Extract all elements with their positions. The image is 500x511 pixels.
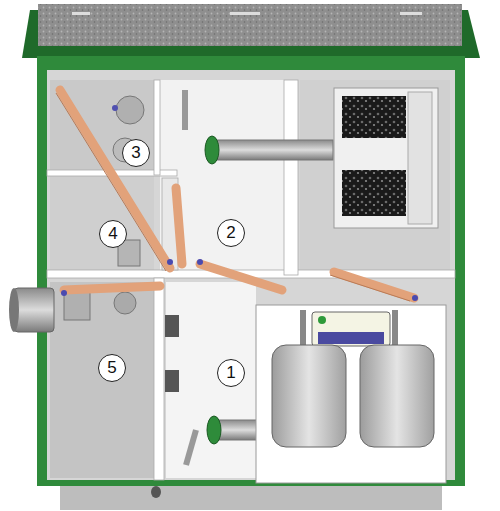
callout-number: 3 (122, 139, 150, 167)
callout-number: 2 (217, 219, 245, 247)
callout-number: 5 (98, 354, 126, 382)
callout-number: 1 (217, 359, 245, 387)
callout-number: 4 (99, 220, 127, 248)
